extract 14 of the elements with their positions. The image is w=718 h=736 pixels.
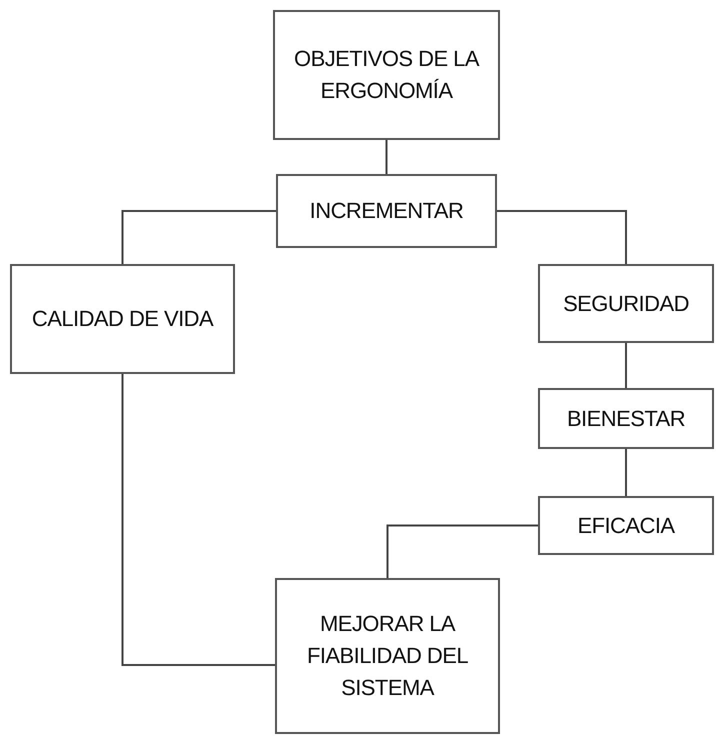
connector-line	[386, 140, 388, 174]
connector-line	[122, 374, 275, 666]
text-box: SEGURIDAD	[538, 264, 714, 343]
connector-line	[122, 210, 276, 264]
text-box: INCREMENTAR	[276, 174, 497, 248]
connector-line	[497, 210, 627, 264]
text-box: OBJETIVOS DE LA ERGONOMÍA	[273, 10, 500, 140]
connector-line	[625, 449, 627, 496]
connector-line	[386, 524, 538, 578]
text-box: MEJORAR LA FIABILIDAD DEL SISTEMA	[275, 578, 500, 734]
connector-line	[625, 343, 627, 388]
text-box: BIENESTAR	[538, 388, 714, 449]
text-box: EFICACIA	[538, 496, 714, 555]
text-box: CALIDAD DE VIDA	[10, 264, 235, 374]
